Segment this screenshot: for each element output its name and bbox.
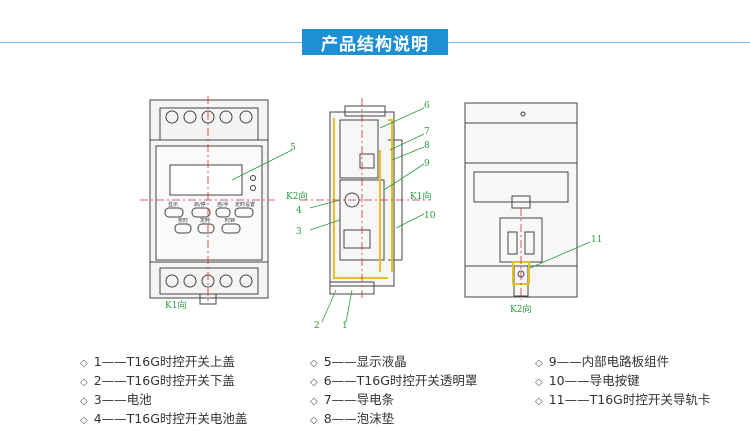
legend-item: ◇6——T16G时控开关透明罩: [310, 373, 478, 388]
legend-item: ◇11——T16G时控开关导轨卡: [535, 392, 711, 407]
svg-text:自/手: 自/手: [217, 201, 229, 208]
header-rule-left: [0, 42, 302, 43]
legend-item: ◇10——导电按键: [535, 373, 640, 388]
front-centerlines: [140, 96, 275, 305]
callout-11: 11: [591, 235, 602, 245]
legend-item: ◇9——内部电路板组件: [535, 354, 670, 369]
callout-10: 10: [424, 211, 436, 221]
back-view: [464, 102, 578, 298]
legend-column-3: ◇9——内部电路板组件 ◇10——导电按键 ◇11——T16G时控开关导轨卡: [535, 352, 710, 409]
svg-text:定时: 定时: [200, 217, 210, 224]
svg-text:时钟: 时钟: [225, 217, 235, 224]
callout-4: 4: [296, 206, 302, 216]
callout-6: 6: [424, 101, 430, 111]
callout-8: 8: [424, 141, 430, 151]
legend-item: ◇8——泡沫垫: [310, 411, 395, 426]
legend-item: ◇3——电池: [80, 392, 152, 407]
svg-text:启/停: 启/停: [194, 201, 206, 208]
legend-item: ◇5——显示液晶: [310, 354, 407, 369]
legend-item: ◇7——导电条: [310, 392, 395, 407]
header-rule-right: [448, 42, 750, 43]
legend-item: ◇1——T16G时控开关上盖: [80, 354, 235, 369]
view-label-k1-front: K1向: [165, 299, 186, 311]
structure-drawings: 5 K1向 显示 启/停 自/手 定时设置 校时 定时 时钟: [140, 96, 602, 331]
view-label-k2-back: K2向: [510, 303, 531, 315]
svg-text:校时: 校时: [178, 217, 188, 224]
callout-1: 1: [342, 321, 348, 331]
parts-legend: ◇1——T16G时控开关上盖 ◇2——T16G时控开关下盖 ◇3——电池 ◇4—…: [80, 352, 740, 440]
callout-3: 3: [296, 227, 302, 237]
view-label-k1-side: K1向: [410, 190, 431, 202]
callout-5: 5: [290, 143, 296, 153]
side-highlights: [333, 118, 393, 279]
legend-item: ◇4——T16G时控开关电池盖: [80, 411, 248, 426]
legend-column-2: ◇5——显示液晶 ◇6——T16G时控开关透明罩 ◇7——导电条 ◇8——泡沫垫: [310, 352, 477, 428]
callout-7: 7: [424, 127, 430, 137]
svg-text:定时设置: 定时设置: [235, 201, 255, 208]
side-centerlines: [300, 98, 430, 300]
callout-2: 2: [314, 321, 320, 331]
section-title: 产品结构说明: [302, 29, 448, 55]
view-label-k2-side: K2向: [286, 190, 307, 202]
legend-item: ◇2——T16G时控开关下盖: [80, 373, 235, 388]
front-view: [149, 99, 269, 305]
callout-9: 9: [424, 159, 430, 169]
side-leaders: [309, 107, 425, 323]
svg-text:显示: 显示: [168, 202, 178, 208]
front-button-labels: 显示 启/停 自/手 定时设置 校时 定时 时钟: [168, 201, 255, 224]
legend-column-1: ◇1——T16G时控开关上盖 ◇2——T16G时控开关下盖 ◇3——电池 ◇4—…: [80, 352, 247, 428]
